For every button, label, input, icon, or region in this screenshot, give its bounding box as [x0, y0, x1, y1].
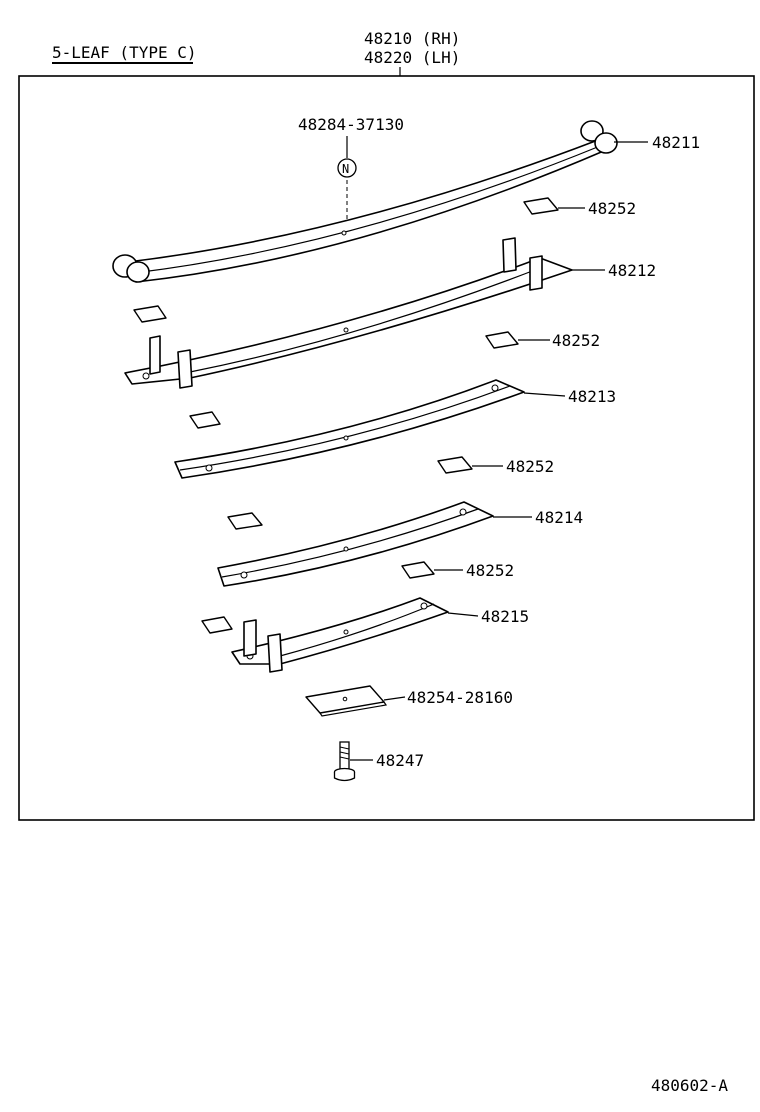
callout-center-bolt: 48247 — [376, 751, 424, 770]
assembly-number-rh: 48210 (RH) — [364, 29, 460, 48]
leaf-spring-third-leaf — [174, 379, 525, 479]
type-label: 5-LEAF (TYPE C) — [52, 43, 197, 62]
liner-pad-4 — [189, 411, 221, 429]
callout-liner-3: 48252 — [552, 331, 600, 350]
callout-liner-1: 48252 — [588, 199, 636, 218]
leader-spacer-plate — [383, 696, 406, 701]
leaf-spring-fifth-leaf — [231, 597, 449, 673]
assembly-frame — [18, 75, 755, 821]
liner-pad-7 — [401, 561, 435, 579]
callout-center-bolt-nut: 48284-37130 — [298, 115, 404, 134]
liner-pad-6 — [227, 512, 263, 530]
assembly-number-lh: 48220 (LH) — [364, 48, 460, 67]
liner-pad-2 — [133, 305, 167, 323]
spacer-plate — [305, 685, 388, 717]
nut-symbol-icon — [337, 158, 357, 178]
liner-pad-3 — [485, 331, 519, 349]
leaf-spring-second-leaf — [124, 237, 573, 389]
callout-leaf-3: 48213 — [568, 387, 616, 406]
callout-liner-7: 48252 — [466, 561, 514, 580]
callout-leaf-4: 48214 — [535, 508, 583, 527]
liner-pad-1 — [523, 197, 559, 215]
callout-leaf-2: 48212 — [608, 261, 656, 280]
nut-symbol-letter: N — [342, 162, 349, 176]
figure-code: 480602-A — [651, 1076, 728, 1095]
liner-pad-8 — [201, 616, 233, 634]
liner-pad-5 — [437, 456, 473, 474]
callout-spacer-plate: 48254-28160 — [407, 688, 513, 707]
leader-leaf-5 — [447, 612, 479, 617]
center-bolt — [333, 741, 356, 782]
callout-leaf-1: 48211 — [652, 133, 700, 152]
leader-leaf-3 — [523, 392, 566, 397]
leaf-spring-fourth-leaf — [217, 501, 494, 587]
leaf-spring-main-leaf — [112, 120, 618, 283]
callout-liner-5: 48252 — [506, 457, 554, 476]
callout-leaf-5: 48215 — [481, 607, 529, 626]
